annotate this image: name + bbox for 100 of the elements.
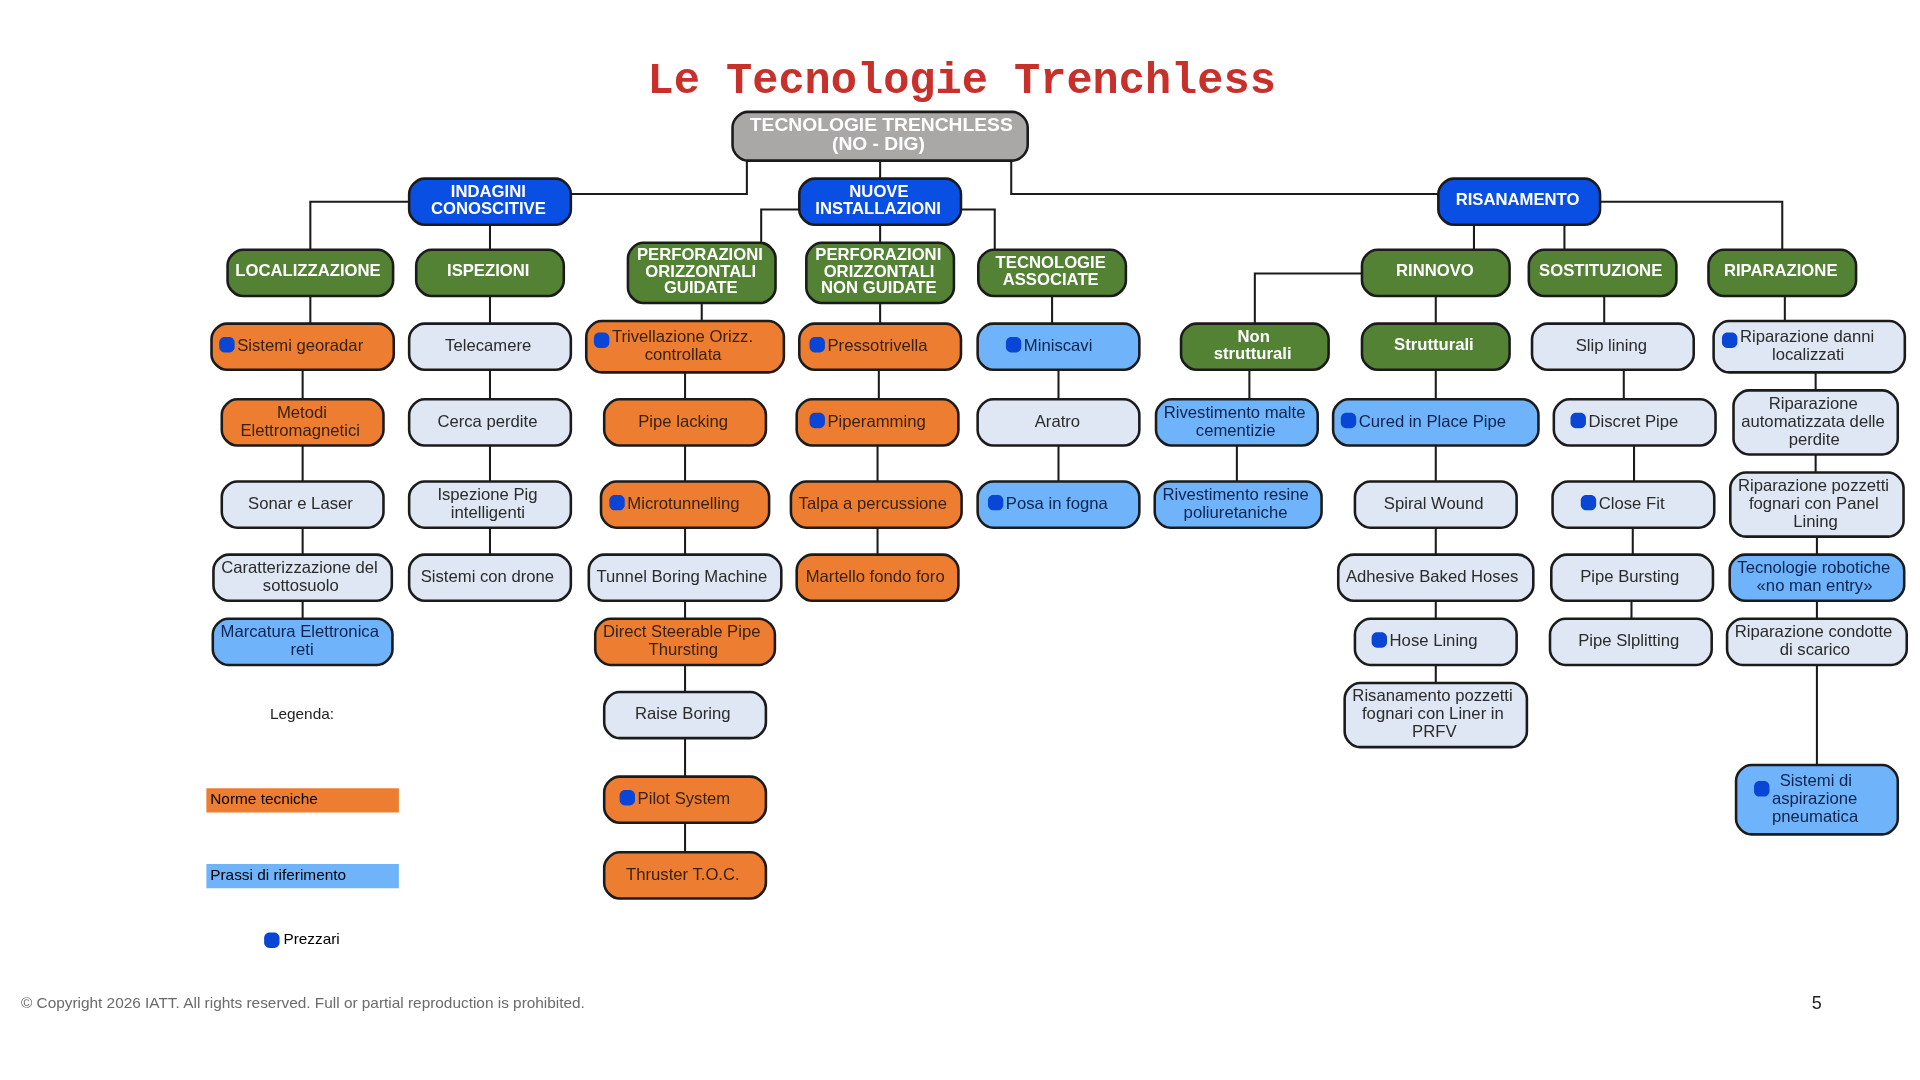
connector — [1814, 372, 1817, 390]
legend-label: Norme tecniche — [210, 789, 318, 807]
connector — [301, 445, 304, 481]
connector — [1253, 272, 1362, 324]
node-box: Riparazione automatizzata delle perdite — [1732, 388, 1900, 456]
node-box: Pipe Bursting — [1550, 552, 1715, 602]
node-box: Microtunnelling — [599, 479, 771, 529]
connector — [876, 445, 879, 481]
label: 5 — [1811, 992, 1822, 1013]
connector — [488, 369, 492, 399]
node-box: Hose Lining — [1353, 617, 1518, 666]
node-box: LOCALIZZAZIONE — [226, 248, 395, 297]
connector — [309, 200, 410, 250]
connector — [1622, 369, 1625, 399]
connector — [1057, 369, 1060, 399]
node-box: Spiral Wound — [1353, 479, 1518, 529]
legend-label: Prassi di riferimento — [210, 865, 347, 883]
connector — [1783, 295, 1786, 321]
connector — [488, 224, 492, 250]
node-box: Metodi Elettromagnetici — [220, 397, 385, 447]
connector — [1631, 527, 1634, 554]
node-box: Pipe lacking — [602, 397, 768, 447]
node-box: RIPARAZIONE — [1707, 248, 1858, 297]
node-box: Aratro — [976, 397, 1141, 447]
node-box: Direct Steerable Pipe Thursting — [593, 617, 777, 666]
connector — [876, 527, 879, 554]
connector — [760, 207, 800, 243]
node-box: PERFORAZIONI ORIZZONTALI GUIDATE — [626, 241, 777, 304]
node-box: Piperamming — [795, 397, 960, 447]
node-box: Sistemi di aspirazione pneumatica — [1734, 763, 1900, 836]
node-box: SOSTITUZIONE — [1527, 248, 1678, 297]
connector — [684, 822, 687, 852]
node-box: Riparazione condotte di scarico — [1725, 617, 1909, 666]
connector — [301, 527, 304, 554]
node-box: TECNOLOGIE TRENCHLESS (NO - DIG) — [731, 110, 1029, 162]
connector — [1010, 160, 1439, 195]
connector — [1633, 445, 1636, 481]
connector — [684, 445, 687, 481]
connector — [879, 224, 882, 242]
node-box: Non strutturali — [1179, 321, 1330, 371]
node-box: Caratterizzazione del sottosuolo — [212, 552, 394, 602]
node-box: Talpa a percussione — [789, 479, 963, 529]
node-box: Cerca perdite — [407, 397, 573, 447]
legend-label: Prezzari — [283, 929, 340, 947]
connector — [1815, 664, 1818, 765]
node-box: Martello fondo foro — [795, 552, 960, 602]
connector — [1434, 445, 1437, 481]
connector — [1434, 664, 1437, 683]
node-box: Cured in Place Pipe — [1331, 397, 1540, 447]
node-box: Close Fit — [1551, 479, 1716, 529]
node-box: Sistemi con drone — [407, 552, 573, 602]
connector — [488, 445, 492, 481]
node-box: TECNOLOGIE ASSOCIATE — [977, 248, 1128, 297]
connector — [1434, 295, 1437, 323]
connector — [961, 207, 996, 250]
node-box: Tunnel Boring Machine — [587, 552, 783, 602]
node-box: Adhesive Baked Hoses — [1336, 552, 1535, 602]
connector — [684, 372, 687, 399]
node-box: Marcatura Elettronica reti — [211, 617, 394, 666]
connector — [684, 527, 687, 554]
connector — [1814, 454, 1817, 472]
connector — [1815, 600, 1818, 619]
node-box: RISANAMENTO — [1437, 176, 1602, 226]
connector — [1057, 445, 1060, 481]
connector — [1434, 527, 1437, 554]
connector — [700, 302, 703, 321]
connector — [488, 295, 492, 323]
node-box: Raise Boring — [602, 690, 768, 739]
node-box: ISPEZIONI — [414, 248, 566, 297]
connector — [1248, 369, 1251, 399]
node-box: PERFORAZIONI ORIZZONTALI NON GUIDATE — [805, 241, 956, 304]
connector — [879, 160, 882, 178]
connector — [684, 600, 687, 619]
node-box: Telecamere — [407, 321, 573, 371]
connector — [301, 600, 304, 619]
connector — [1235, 445, 1238, 481]
node-box: Posa in fogna — [976, 479, 1141, 529]
connector — [684, 737, 687, 777]
connector — [879, 302, 882, 323]
connector — [684, 664, 687, 692]
connector — [877, 369, 880, 399]
connector — [1051, 295, 1054, 323]
node-box: Riparazione danni localizzati — [1712, 319, 1907, 374]
connector — [1472, 224, 1475, 250]
node-box: Tecnologie robotiche «no man entry» — [1728, 552, 1906, 602]
node-box: Sistemi georadar — [210, 321, 396, 371]
connector — [1563, 224, 1566, 250]
connector — [570, 160, 748, 195]
node-box: Ispezione Pig intelligenti — [407, 479, 573, 529]
node-box: Thruster T.O.C. — [602, 850, 768, 900]
connector — [1603, 295, 1606, 323]
label: Legenda: — [269, 704, 335, 722]
connector — [309, 295, 312, 323]
node-box: Slip lining — [1530, 321, 1695, 371]
label: © Copyright 2026 IATT. All rights reserved. Full or partial reproduction is prohibited. — [20, 993, 585, 1011]
connector — [1434, 369, 1437, 399]
connector — [488, 527, 492, 554]
node-box: Sonar e Laser — [220, 479, 385, 529]
node-box: RINNOVO — [1360, 248, 1511, 297]
node-box: Pipe Slplitting — [1548, 617, 1713, 666]
